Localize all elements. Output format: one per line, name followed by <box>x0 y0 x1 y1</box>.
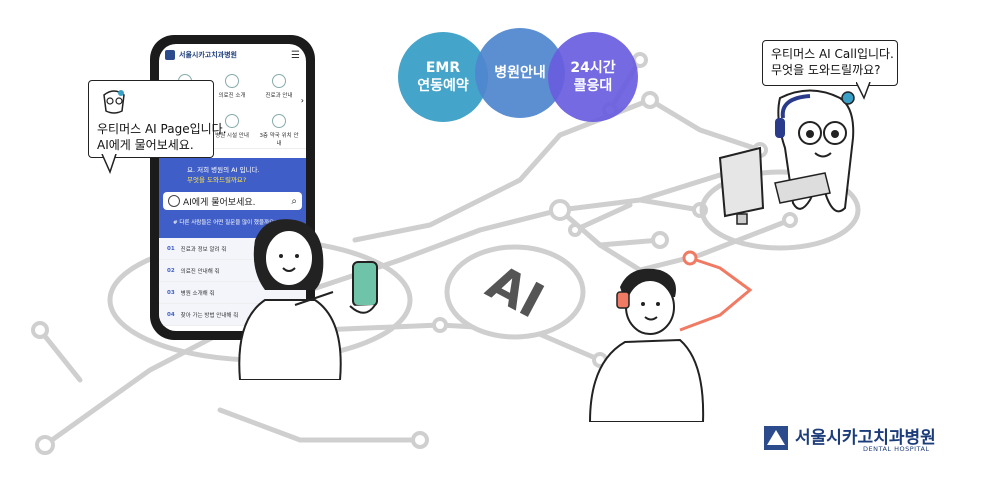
bubble-page-line2: AI에게 물어보세요. <box>97 138 194 152</box>
search-placeholder: AI에게 물어보세요. <box>183 197 256 208</box>
building-icon <box>225 114 239 128</box>
phone-header: 서울시카고치과병원 ☰ <box>159 44 306 66</box>
search-icon[interactable]: ⌕ <box>291 195 297 207</box>
grid-item-pharmacy[interactable]: 3층 약국 위치 안내 <box>257 114 301 147</box>
ring-right <box>699 169 861 251</box>
doctor-icon <box>225 74 239 88</box>
department-icon <box>272 74 286 88</box>
ai-search-input[interactable]: AI에게 물어보세요. ⌕ <box>163 192 302 210</box>
ai-banner: 요. 저희 병원의 AI 입니다. 무엇을 도와드릴까요? AI에게 물어보세요… <box>159 158 306 238</box>
bubble-tail <box>856 82 871 100</box>
grid-item-facilities[interactable]: 병원 시설 안내 <box>210 114 254 139</box>
hospital-emblem-icon <box>764 426 788 450</box>
chevron-right-icon[interactable]: › <box>300 96 304 105</box>
woman-with-phone <box>238 219 378 380</box>
bubble-page-line1: 우티머스 AI Page입니다. <box>97 122 227 136</box>
venn-24h: 24시간 콜응대 <box>548 32 638 122</box>
hospital-subtitle-text: DENTAL HOSPITAL <box>863 445 930 453</box>
venn-emr-line2: 연동예약 <box>417 78 469 94</box>
bubble-call-line1: 우티머스 AI Call입니다. <box>771 47 894 61</box>
speech-bubble-page: 우티머스 AI Page입니다. AI에게 물어보세요. <box>88 80 227 158</box>
venn-emr-line1: EMR <box>425 60 461 76</box>
hospital-logo: 서울시카고치과병원 DENTAL HOSPITAL <box>763 421 963 461</box>
ai-avatar-icon <box>168 195 180 207</box>
popular-questions-title: # 다른 사람들은 어떤 질문을 많이 했을까요? <box>173 220 278 226</box>
venn-hospital-line1: 병원안내 <box>494 65 546 81</box>
venn-24h-line1: 24시간 <box>570 60 616 76</box>
hospital-name-text: 서울시카고치과병원 <box>795 428 936 448</box>
banner-greeting: 요. 저희 병원의 AI 입니다. <box>187 166 260 174</box>
tooth-mascot-with-computer <box>718 89 855 225</box>
bubble-call-line2: 무엇을 도와드릴까요? <box>771 63 881 77</box>
phone-hospital-name: 서울시카고치과병원 <box>179 51 237 59</box>
man-on-call <box>588 268 705 422</box>
grid-item-departments[interactable]: 진료과 안내 <box>257 74 301 99</box>
banner-question: 무엇을 도와드릴까요? <box>187 176 247 184</box>
hospital-logo-icon <box>165 50 175 60</box>
hamburger-menu-icon[interactable]: ☰ <box>291 49 300 61</box>
bubble-tail <box>101 154 117 174</box>
grid-item-doctors[interactable]: 의료진 소개 <box>210 74 254 99</box>
venn-24h-line2: 콜응대 <box>573 78 613 94</box>
venn-emr: EMR 연동예약 <box>398 32 488 122</box>
speech-bubble-call: 우티머스 AI Call입니다. 무엇을 도와드릴까요? <box>762 40 898 86</box>
tooth-mascot-icon <box>103 90 125 114</box>
location-icon <box>272 114 286 128</box>
ai-ring <box>444 244 586 340</box>
